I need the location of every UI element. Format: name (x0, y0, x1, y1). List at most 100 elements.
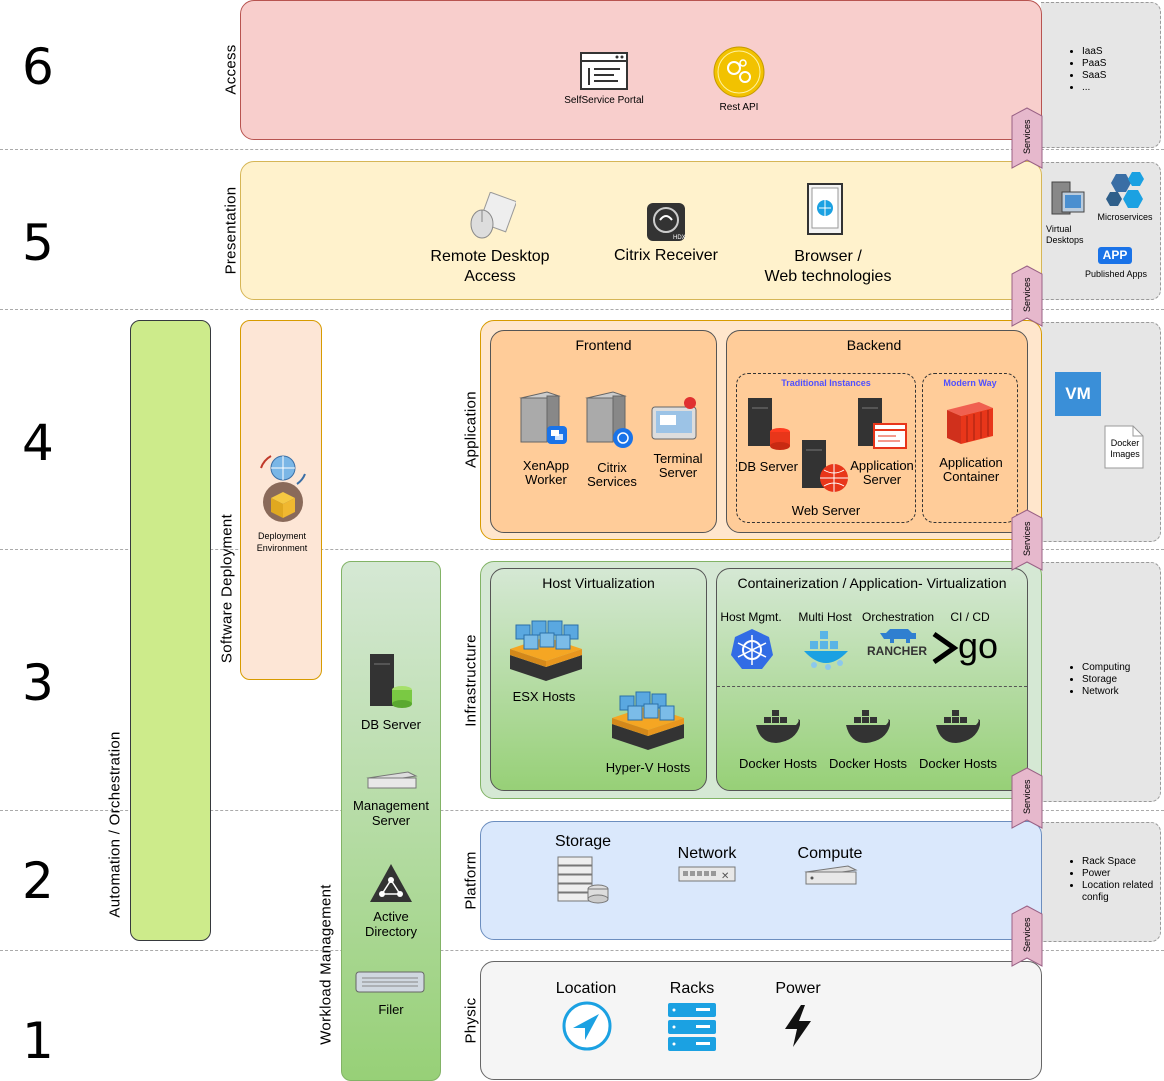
racks-icon (668, 1003, 716, 1051)
side-box-platform (1041, 822, 1161, 942)
virtual-desktops-line1: Virtual (1046, 224, 1072, 234)
side-list-item: PaaS (1082, 58, 1106, 70)
layer-number-2: 2 (22, 852, 54, 910)
network-label: Network (677, 845, 737, 862)
remote-desktop-mouse-icon (470, 192, 516, 239)
filer-icon (355, 971, 425, 993)
kubernetes-icon (731, 629, 773, 669)
platform-label: Platform (462, 851, 480, 910)
side-list-item: Storage (1082, 674, 1130, 686)
services-text: Services (1022, 119, 1032, 154)
terminal-server-label: Terminal Server (640, 452, 716, 480)
virtual-desktops-label: Virtual Desktops (1046, 224, 1084, 246)
services-arrow (1011, 107, 1043, 169)
compute-label: Compute (797, 845, 863, 862)
browser-document-icon (807, 183, 843, 235)
published-apps-label: Published Apps (1084, 269, 1148, 279)
services-text: Services (1022, 277, 1032, 312)
application-server-line2: Server (862, 472, 902, 487)
layer-number-5: 5 (22, 214, 54, 272)
storage-array-icon (557, 856, 609, 904)
compute-server-icon (804, 865, 858, 885)
docker-swarm-icon (804, 631, 848, 670)
browser-label-line1: Browser / (794, 248, 862, 265)
services-text: Services (1022, 779, 1032, 814)
separator-line (0, 549, 1164, 550)
automation-orchestration-label: Automation / Orchestration (106, 731, 124, 918)
xenapp-worker-label: XenApp Worker (510, 459, 582, 487)
remote-desktop-label: Remote Desktop Access (410, 247, 570, 287)
gocd-wordmark: go (958, 625, 999, 666)
svg-text:HDX: HDX (673, 235, 686, 241)
separator-line (0, 309, 1164, 310)
remote-desktop-label-line2: Access (464, 268, 516, 285)
layer-number-6: 6 (22, 38, 54, 96)
automation-column (130, 320, 211, 941)
docker-whale-icon (756, 710, 800, 743)
svg-text:✕: ✕ (721, 871, 729, 882)
racks-label: Racks (669, 980, 715, 997)
docker-hosts-label-2: Docker Hosts (828, 756, 908, 771)
layer-number-3: 3 (22, 654, 54, 712)
citrix-receiver-icon: HDX (647, 203, 686, 241)
services-text: Services (1022, 917, 1032, 952)
browser-label-line2: Web technologies (764, 268, 892, 285)
multi-host-label: Multi Host (798, 610, 852, 624)
access-layer (240, 0, 1042, 140)
terminal-server-icon (651, 397, 697, 440)
location-label: Location (555, 980, 617, 997)
esx-hosts-label: ESX Hosts (512, 689, 576, 704)
side-box-infrastructure (1041, 562, 1161, 802)
active-directory-line1: Active (373, 909, 409, 924)
presentation-label: Presentation (222, 186, 240, 275)
application-container-line2: Container (942, 469, 1000, 484)
hyperv-hosts-label: Hyper-V Hosts (605, 760, 691, 775)
side-list-item: SaaS (1082, 70, 1106, 82)
rest-api-gears-icon (713, 46, 765, 98)
filer-label: Filer (378, 1002, 404, 1017)
side-box-application (1041, 322, 1161, 542)
application-server-line1: Application (850, 458, 914, 473)
citrix-services-server-icon (585, 391, 633, 448)
containerization-box (716, 568, 1028, 791)
gocd-arrow-icon (932, 631, 959, 665)
software-deployment-label: Software Deployment (218, 513, 236, 664)
services-arrow (1011, 509, 1043, 571)
application-container-label: Application Container (926, 456, 1016, 484)
app-badge-icon: APP (1098, 247, 1132, 264)
xenapp-line1: XenApp (522, 458, 570, 473)
management-server-icon (366, 771, 418, 789)
separator-line (0, 149, 1164, 150)
services-arrow (1011, 265, 1043, 327)
citrix-receiver-label: Citrix Receiver (613, 247, 718, 264)
management-server-line2: Server (371, 813, 411, 828)
citrix-services-line1: Citrix (597, 460, 627, 475)
layer-number-4: 4 (22, 414, 54, 472)
side-list-item: Power (1082, 868, 1162, 880)
management-server-label: Management Server (341, 798, 441, 828)
host-virtualization-box (490, 568, 707, 791)
side-list-item: Rack Space (1082, 856, 1162, 868)
docker-images-line2: Images (1110, 449, 1140, 459)
virtual-desktops-icon (1051, 181, 1085, 215)
power-label: Power (775, 980, 821, 997)
xenapp-line2: Worker (525, 472, 567, 487)
deployment-environment-line1: Deployment (257, 531, 307, 541)
esx-hosts-cubes-icon (510, 620, 582, 681)
container-icon (947, 402, 993, 444)
host-virtualization-title: Host Virtualization (542, 575, 655, 591)
docker-whale-icon (846, 710, 890, 743)
virtual-desktops-line2: Desktops (1046, 235, 1084, 245)
cicd-label: CI / CD (950, 610, 990, 624)
docker-images-file-icon (1104, 425, 1144, 469)
side-box-access (1041, 2, 1161, 148)
deployment-environment-label: Deployment Environment (244, 530, 320, 554)
xenapp-server-icon (519, 391, 567, 444)
separator-line (0, 950, 1164, 951)
frontend-title: Frontend (575, 337, 632, 353)
services-arrow (1011, 905, 1043, 967)
application-server-label: Application Server (842, 459, 922, 487)
infrastructure-side-list: Computing Storage Network (1066, 662, 1130, 698)
terminal-line1: Terminal (653, 451, 703, 466)
services-text: Services (1022, 521, 1032, 556)
